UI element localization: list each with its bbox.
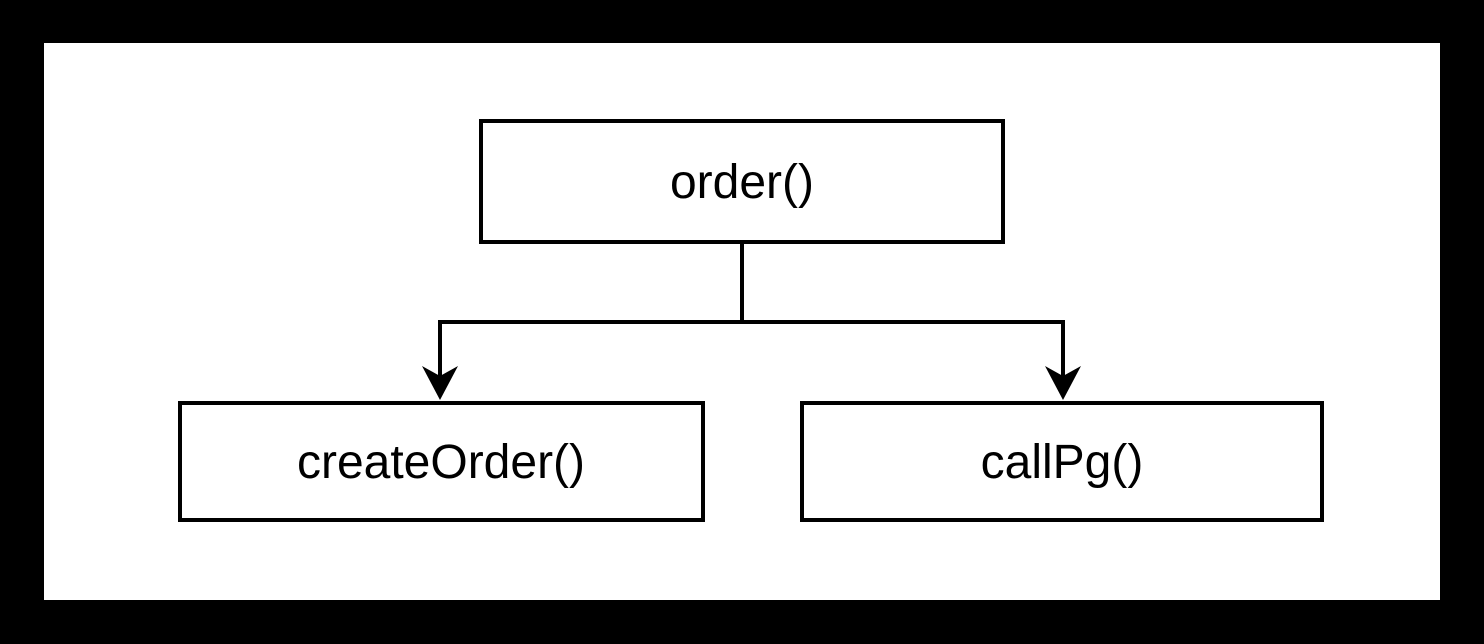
edge-line	[438, 242, 744, 384]
node-order[interactable]: order()	[479, 119, 1005, 244]
node-createOrder[interactable]: createOrder()	[178, 401, 705, 522]
node-order-box[interactable]	[479, 119, 1005, 244]
edge-order-to-callPg	[740, 242, 1081, 400]
edge-order-to-createOrder	[422, 242, 744, 400]
diagram-svg: order() createOrder() callPg()	[178, 119, 1324, 522]
node-callPg[interactable]: callPg()	[800, 401, 1324, 522]
node-createOrder-label: createOrder()	[297, 436, 585, 489]
node-createOrder-box[interactable]	[178, 401, 705, 522]
edge-line	[740, 242, 1065, 384]
node-callPg-box[interactable]	[800, 401, 1324, 522]
arrowhead-icon	[1045, 366, 1081, 400]
diagram-canvas: order() createOrder() callPg()	[44, 43, 1440, 600]
node-callPg-label: callPg()	[981, 436, 1144, 489]
arrowhead-icon	[422, 366, 458, 400]
node-order-label: order()	[670, 156, 814, 209]
